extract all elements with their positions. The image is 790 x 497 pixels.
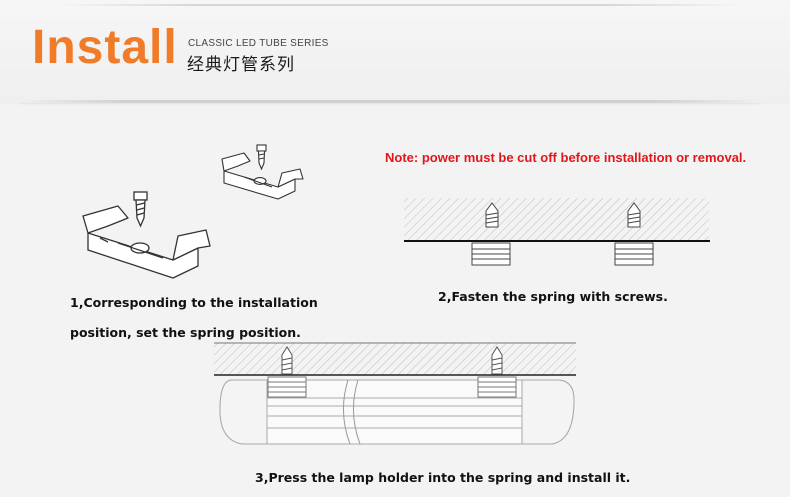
step1-caption-line2: position, set the spring position.: [70, 325, 301, 340]
ceiling-springs-illustration: [404, 198, 710, 266]
step3-caption: 3,Press the lamp holder into the spring …: [255, 470, 631, 485]
step1-caption-line1: 1,Corresponding to the installation: [70, 295, 318, 310]
lamp-holder-install-illustration: [214, 342, 576, 445]
series-name-en: CLASSIC LED TUBE SERIES: [188, 38, 329, 49]
page-title: Install: [32, 21, 178, 74]
step2-caption: 2,Fasten the spring with screws.: [438, 289, 668, 304]
spring-clip-small-illustration: [221, 144, 304, 200]
safety-note: Note: power must be cut off before insta…: [385, 150, 747, 165]
step1-caption: 1,Corresponding to the installation posi…: [70, 288, 318, 348]
header-top-rule: [60, 4, 740, 6]
spring-clip-large-illustration: [82, 191, 211, 279]
series-name-cn: 经典灯管系列: [187, 55, 295, 75]
header-divider: [20, 100, 760, 103]
header-banner: Install CLASSIC LED TUBE SERIES 经典灯管系列: [0, 0, 790, 104]
